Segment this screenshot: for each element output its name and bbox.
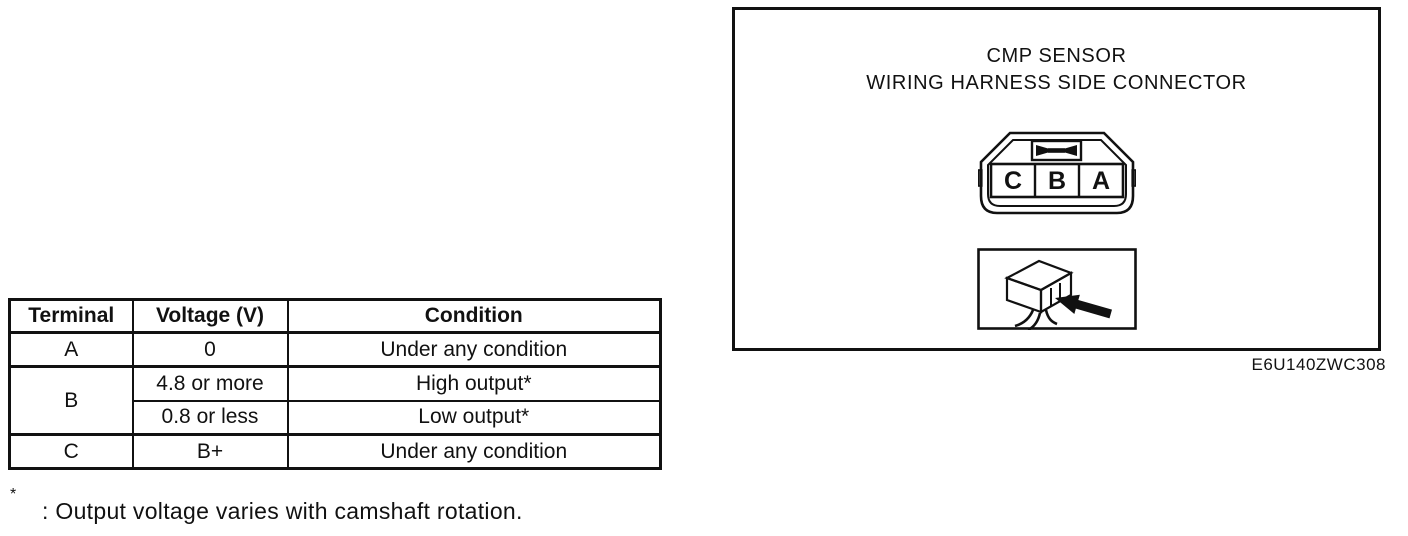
- pin-label-c: C: [1003, 167, 1021, 195]
- connector-face-drawing: C B A: [977, 130, 1136, 221]
- col-header-condition: Condition: [286, 298, 662, 334]
- plug-insertion-drawing: [976, 248, 1137, 335]
- footnote-marker: *: [10, 486, 17, 503]
- housing-inner-outline: [986, 139, 1127, 207]
- connector-face-icon: C B A: [977, 131, 1136, 215]
- table-row: 0.8 or less Low output*: [10, 399, 662, 436]
- table-header-row: Terminal Voltage (V) Condition: [8, 298, 662, 334]
- insertion-arrow-icon: [1054, 294, 1112, 319]
- terminal-cell: C: [8, 433, 134, 470]
- terminal-cell: A: [8, 331, 134, 368]
- plug-right-face: [1039, 271, 1072, 314]
- footnote-text: : Output voltage varies with camshaft ro…: [42, 498, 523, 524]
- terminal-voltage-table: Terminal Voltage (V) Condition A 0 Under…: [8, 298, 662, 470]
- col-header-terminal: Terminal: [8, 298, 134, 334]
- lock-tab-wedge-right: [1057, 145, 1077, 156]
- figure-code: E6U140ZWC308: [1251, 355, 1386, 374]
- col-header-voltage: Voltage (V): [131, 298, 289, 334]
- lock-tab-wedge-left: [1035, 145, 1055, 156]
- plug-insertion-icon: [976, 248, 1137, 332]
- pin-label-a: A: [1091, 167, 1109, 195]
- table-row: C B+ Under any condition: [8, 433, 662, 470]
- voltage-cell: 4.8 or more: [131, 365, 289, 402]
- plug-top-face: [1003, 259, 1074, 292]
- voltage-cell: 0: [131, 331, 289, 368]
- condition-cell: High output*: [286, 365, 662, 402]
- plug-box-outline: [976, 248, 1137, 330]
- footnote: * : Output voltage varies with camshaft …: [8, 487, 668, 525]
- voltage-cell: 0.8 or less: [131, 399, 289, 436]
- condition-cell: Under any condition: [286, 433, 662, 470]
- diagram-title-line1: CMP SENSOR: [986, 45, 1127, 67]
- pin-row-outline: [989, 162, 1124, 199]
- condition-cell: Under any condition: [286, 331, 662, 368]
- plug-left-face: [1005, 276, 1042, 314]
- table-row: A 0 Under any condition: [8, 331, 662, 368]
- table-row: B 4.8 or more High output*: [8, 365, 662, 436]
- wire-line: [1044, 309, 1058, 326]
- diagram-title: CMP SENSOR WIRING HARNESS SIDE CONNECTOR: [866, 43, 1246, 97]
- condition-cell: Low output*: [286, 399, 662, 436]
- lock-tab-bar: [1047, 148, 1065, 153]
- housing-outer-outline: [979, 131, 1134, 215]
- diagram-title-line2: WIRING HARNESS SIDE CONNECTOR: [866, 72, 1247, 94]
- connector-diagram-panel: CMP SENSOR WIRING HARNESS SIDE CONNECTOR: [732, 7, 1381, 351]
- wire-line: [1026, 312, 1041, 332]
- voltage-cell: B+: [131, 433, 289, 470]
- terminal-cell: B: [8, 365, 134, 436]
- pin-label-b: B: [1047, 167, 1065, 195]
- wire-line: [1014, 309, 1034, 328]
